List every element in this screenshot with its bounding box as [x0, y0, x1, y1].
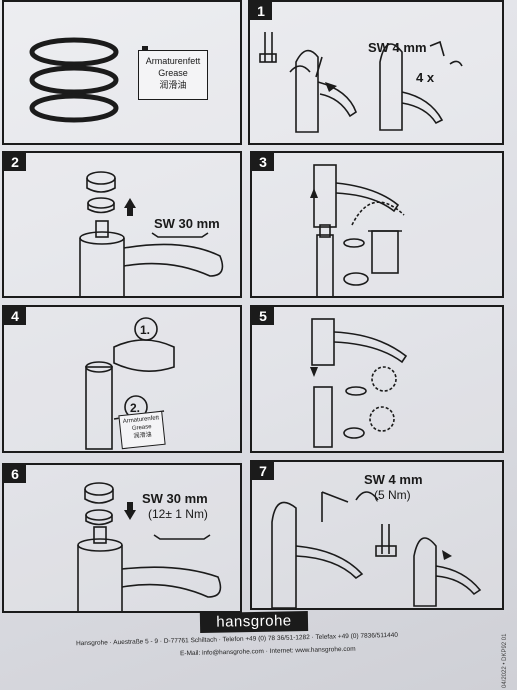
grease-label-zh: 润滑油	[159, 80, 187, 90]
panel-step-6: 6 SW 30 mm (12± 1 Nm)	[2, 463, 242, 613]
panel-step-7: 7 SW 4 mm (5 Nm)	[250, 460, 504, 610]
step-number: 7	[252, 462, 274, 480]
step-6-illustration	[77, 482, 222, 611]
step-7-wrench-size: SW 4 mm	[364, 472, 423, 487]
step-number: 5	[252, 307, 274, 325]
step-number: 1	[250, 2, 272, 20]
panel-step-5: 5	[250, 305, 504, 453]
step-4-grease-box: Armaturenfett Grease 润滑油	[118, 410, 166, 450]
step-1-illustration	[259, 32, 463, 133]
step-5-illustration	[310, 318, 408, 448]
step-number: 3	[252, 153, 274, 171]
step-2-wrench-size: SW 30 mm	[154, 216, 220, 231]
step-number: 4	[4, 307, 26, 325]
step-4-sub-1: 1.	[140, 323, 151, 337]
hansgrohe-logo: hansgrohe	[199, 611, 309, 633]
footer-contact: E-Mail: info@hansgrohe.com · Internet: w…	[179, 645, 356, 658]
step-2-illustration	[79, 171, 224, 296]
step-3-illustration	[310, 164, 405, 296]
step-number: 6	[4, 465, 26, 483]
grease-label-box: Armaturenfett Grease 润滑油	[138, 50, 208, 100]
panel-step-4: 4 1. 2. Armaturenfett Grease 润滑油	[2, 305, 242, 453]
step-1-turns: 4 x	[416, 70, 435, 85]
grease-label-en: Grease	[158, 68, 188, 78]
grease-label-de: Armaturenfett	[145, 56, 201, 66]
panel-grease: Armaturenfett Grease 润滑油	[2, 0, 242, 145]
doc-code: 04/2022 • DKP92 01	[502, 633, 508, 688]
step-7-illustration	[271, 491, 482, 608]
panel-step-1: 1 SW 4 mm 4 x	[248, 0, 504, 145]
step-6-wrench-size: SW 30 mm	[142, 491, 208, 506]
step-6-torque: (12± 1 Nm)	[148, 507, 208, 521]
step-7-torque: (5 Nm)	[374, 488, 411, 502]
panel-step-3: 3	[250, 151, 504, 298]
step-number: 2	[4, 153, 26, 171]
step-1-wrench-size: SW 4 mm	[368, 40, 427, 55]
o-rings-illustration	[29, 37, 148, 123]
panel-step-2: 2 SW 30 mm	[2, 151, 242, 298]
step-4-sub-2: 2.	[130, 401, 141, 415]
